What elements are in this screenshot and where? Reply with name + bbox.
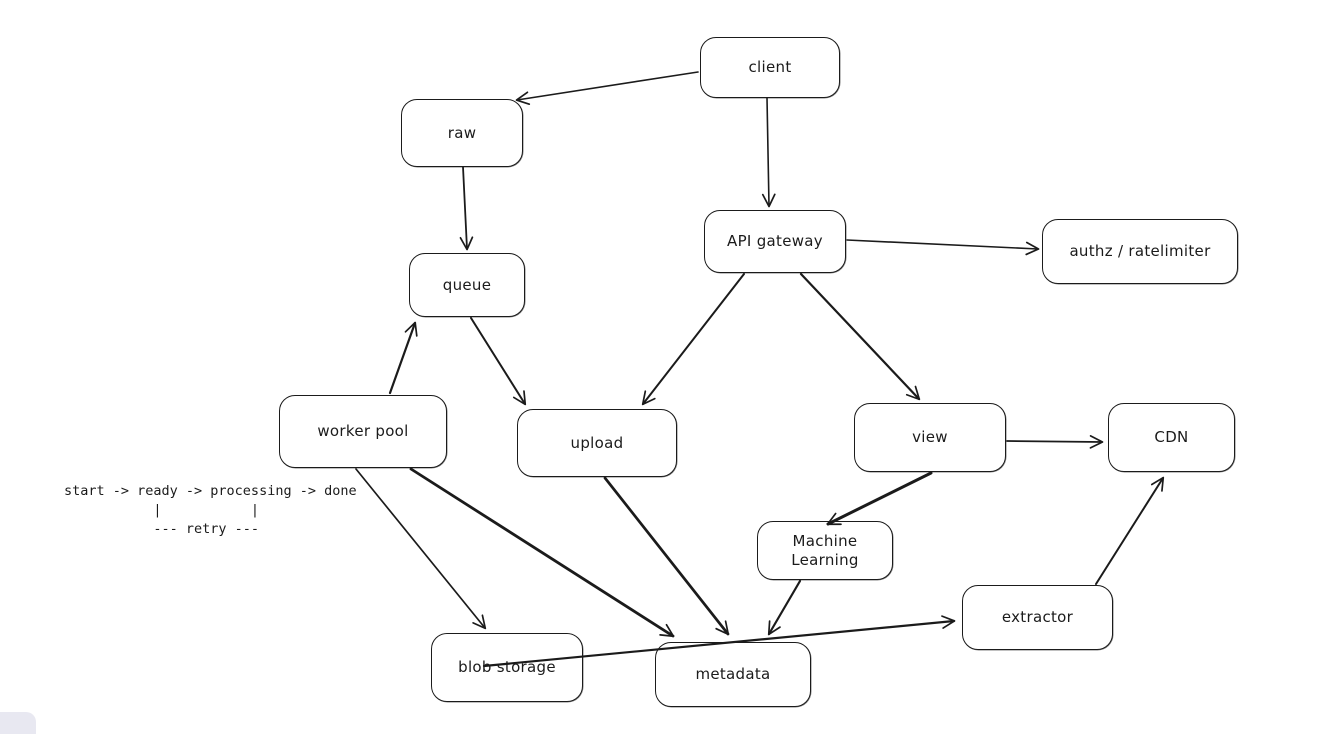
edge-client-to-raw	[515, 71, 699, 106]
edge-raw-to-queue	[459, 166, 474, 251]
node-machine-learning[interactable]: Machine Learning	[757, 521, 893, 580]
node-client[interactable]: client	[700, 37, 840, 98]
node-upload[interactable]: upload	[517, 409, 677, 477]
node-api-gateway[interactable]: API gateway	[704, 210, 846, 273]
node-extractor[interactable]: extractor	[962, 585, 1113, 650]
node-machine-learning-label: Machine Learning	[791, 531, 859, 569]
node-view-label: view	[912, 428, 948, 447]
edge-extractor-to-cdn	[1095, 476, 1165, 585]
edge-worker-pool-to-metadata	[409, 467, 675, 638]
node-worker-pool[interactable]: worker pool	[279, 395, 447, 468]
node-metadata-label: metadata	[695, 665, 771, 684]
bottom-left-panel-corner	[0, 712, 36, 734]
node-cdn[interactable]: CDN	[1108, 403, 1235, 472]
node-blob-storage-label: blob storage	[458, 658, 556, 677]
node-blob-storage[interactable]: blob storage	[431, 633, 583, 702]
edge-api-gateway-to-authz	[846, 239, 1040, 256]
node-view[interactable]: view	[854, 403, 1006, 472]
edge-upload-to-metadata	[603, 476, 730, 636]
node-authz-ratelimiter[interactable]: authz / ratelimiter	[1042, 219, 1238, 284]
node-queue[interactable]: queue	[409, 253, 525, 317]
edge-api-gateway-to-view	[799, 272, 921, 401]
edge-machine-learning-to-metadata	[767, 579, 802, 636]
node-upload-label: upload	[570, 433, 624, 452]
state-flow-annotation[interactable]: start -> ready -> processing -> done | |…	[64, 483, 357, 537]
edge-view-to-machine-learning	[826, 471, 933, 526]
node-queue-label: queue	[442, 275, 492, 294]
node-worker-pool-label: worker pool	[317, 422, 409, 441]
edge-client-to-api-gateway	[761, 97, 776, 208]
node-raw-label: raw	[447, 123, 477, 142]
node-api-gateway-label: API gateway	[727, 232, 823, 251]
edge-view-to-cdn	[1006, 435, 1104, 449]
node-cdn-label: CDN	[1154, 428, 1189, 447]
node-extractor-label: extractor	[1001, 608, 1074, 627]
node-metadata[interactable]: metadata	[655, 642, 811, 707]
edge-api-gateway-to-upload	[641, 273, 745, 406]
edge-worker-pool-to-queue	[388, 321, 418, 395]
node-client-label: client	[748, 58, 792, 77]
node-authz-ratelimiter-label: authz / ratelimiter	[1069, 242, 1211, 261]
edge-worker-pool-to-blob-storage	[355, 468, 487, 630]
edge-queue-to-upload	[470, 317, 527, 406]
node-raw[interactable]: raw	[401, 99, 523, 167]
